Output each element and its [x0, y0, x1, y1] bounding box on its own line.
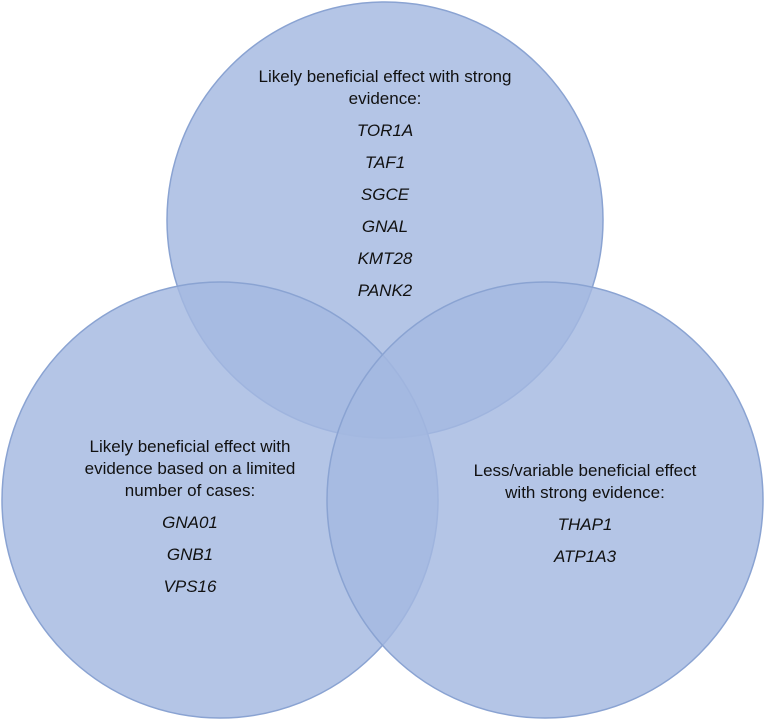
gene-label: TOR1A: [356, 121, 414, 140]
gene-label: KMT28: [357, 249, 413, 268]
set-label-right: Less/variable beneficial effect with str…: [455, 460, 715, 568]
set-heading-right-line2: with strong evidence:: [505, 483, 665, 502]
set-heading-right-line1: Less/variable beneficial effect: [473, 461, 697, 480]
gene-label: VPS16: [163, 577, 217, 596]
set-heading-left-line1: Likely beneficial effect with: [89, 437, 291, 456]
gene-label: GNAL: [361, 217, 409, 236]
gene-label: THAP1: [557, 515, 613, 534]
gene-label: TAF1: [364, 153, 406, 172]
gene-label: GNB1: [166, 545, 214, 564]
gene-label: ATP1A3: [553, 547, 617, 566]
set-heading-top-line2: evidence:: [348, 89, 422, 108]
set-label-top: Likely beneficial effect with strong evi…: [235, 66, 535, 302]
set-heading-left-line2: evidence based on a limited: [84, 459, 296, 478]
set-label-left: Likely beneficial effect with evidence b…: [50, 436, 330, 598]
gene-label: PANK2: [357, 281, 413, 300]
circle-right: [326, 281, 764, 719]
set-heading-left-line3: number of cases:: [124, 481, 256, 500]
gene-label: SGCE: [360, 185, 410, 204]
gene-label: GNA01: [162, 513, 218, 532]
set-heading-top-line1: Likely beneficial effect with strong: [258, 67, 512, 86]
